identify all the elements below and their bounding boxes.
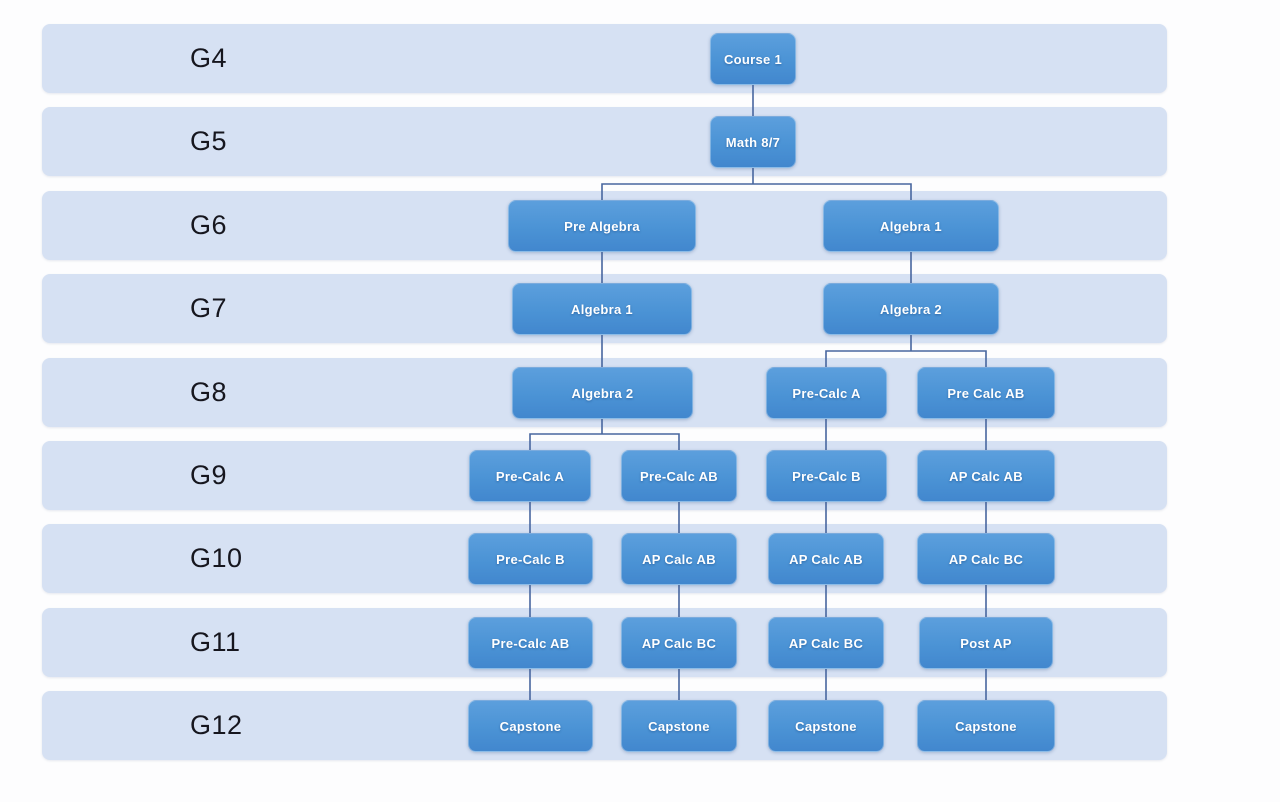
course-box-g9-ap-calc-ab: AP Calc AB [917,450,1055,502]
course-box-g9-pre-calc-ab: Pre-Calc AB [621,450,737,502]
course-box-g10-ap-calc-ab-2: AP Calc AB [768,533,884,585]
course-box-g6-pre-algebra: Pre Algebra [508,200,696,252]
course-box-g12-capstone-4: Capstone [917,700,1055,752]
course-box-g8-pre-calc-a: Pre-Calc A [766,367,887,419]
course-box-g11-ap-calc-bc-1: AP Calc BC [621,617,737,669]
course-box-g10-ap-calc-ab-1: AP Calc AB [621,533,737,585]
course-box-g10-ap-calc-bc: AP Calc BC [917,533,1055,585]
grade-label-g4: G4 [190,43,228,73]
grade-band-g5: G5 [42,107,1167,176]
course-box-g11-ap-calc-bc-2: AP Calc BC [768,617,884,669]
course-box-g11-post-ap: Post AP [919,617,1053,669]
course-box-g9-pre-calc-a: Pre-Calc A [469,450,591,502]
grade-label-g11: G11 [190,627,241,657]
course-box-g10-pre-calc-b: Pre-Calc B [468,533,593,585]
course-box-g5-math-8-7: Math 8/7 [710,116,796,168]
course-box-g6-algebra-1: Algebra 1 [823,200,999,252]
grade-label-g5: G5 [190,126,228,156]
course-box-g7-algebra-2: Algebra 2 [823,283,999,335]
course-box-g7-algebra-1: Algebra 1 [512,283,692,335]
course-box-g8-pre-calc-ab: Pre Calc AB [917,367,1055,419]
course-box-g9-pre-calc-b: Pre-Calc B [766,450,887,502]
grade-band-g4: G4 [42,24,1167,93]
course-box-g12-capstone-1: Capstone [468,700,593,752]
grade-label-g9: G9 [190,460,228,490]
course-box-g11-pre-calc-ab: Pre-Calc AB [468,617,593,669]
grade-label-g6: G6 [190,210,228,240]
course-box-g4-course-1: Course 1 [710,33,796,85]
course-box-g8-algebra-2: Algebra 2 [512,367,693,419]
course-box-g12-capstone-3: Capstone [768,700,884,752]
grade-label-g7: G7 [190,293,228,323]
grade-label-g10: G10 [190,543,243,573]
grade-label-g12: G12 [190,710,243,740]
grade-label-g8: G8 [190,377,228,407]
course-box-g12-capstone-2: Capstone [621,700,737,752]
